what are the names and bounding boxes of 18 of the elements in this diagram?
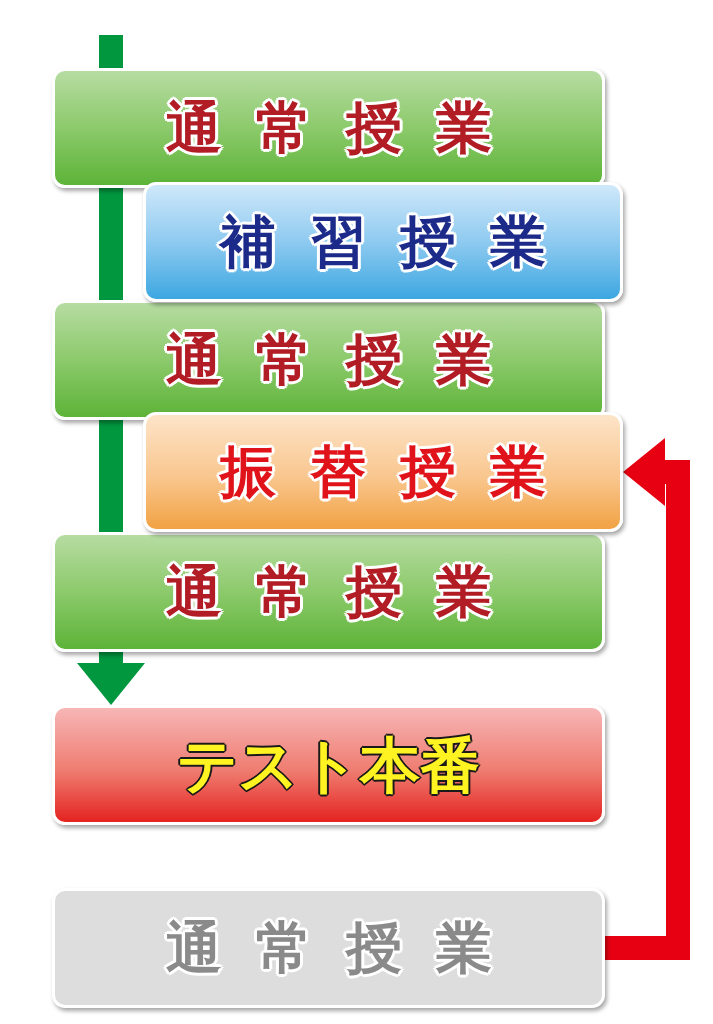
flow-line: [99, 420, 123, 532]
flow-line: [99, 35, 123, 68]
step-label: 通常授業: [165, 559, 526, 625]
step-label: 通常授業: [165, 95, 526, 161]
step-label: 通常授業: [165, 915, 526, 981]
step-box: [52, 888, 605, 1008]
step-box: [143, 182, 623, 302]
flow-line: [99, 188, 123, 300]
step-label: 補習授業: [220, 209, 580, 275]
step-box: [52, 532, 605, 652]
step-label: 振替授業: [220, 439, 580, 505]
step-label: テスト本番: [177, 730, 480, 800]
step-box: [52, 68, 605, 188]
step-box: [52, 705, 605, 825]
step-box: [52, 300, 605, 420]
step-label: 通常授業: [165, 327, 526, 393]
step-box: [143, 412, 623, 532]
arrow: [77, 652, 145, 705]
